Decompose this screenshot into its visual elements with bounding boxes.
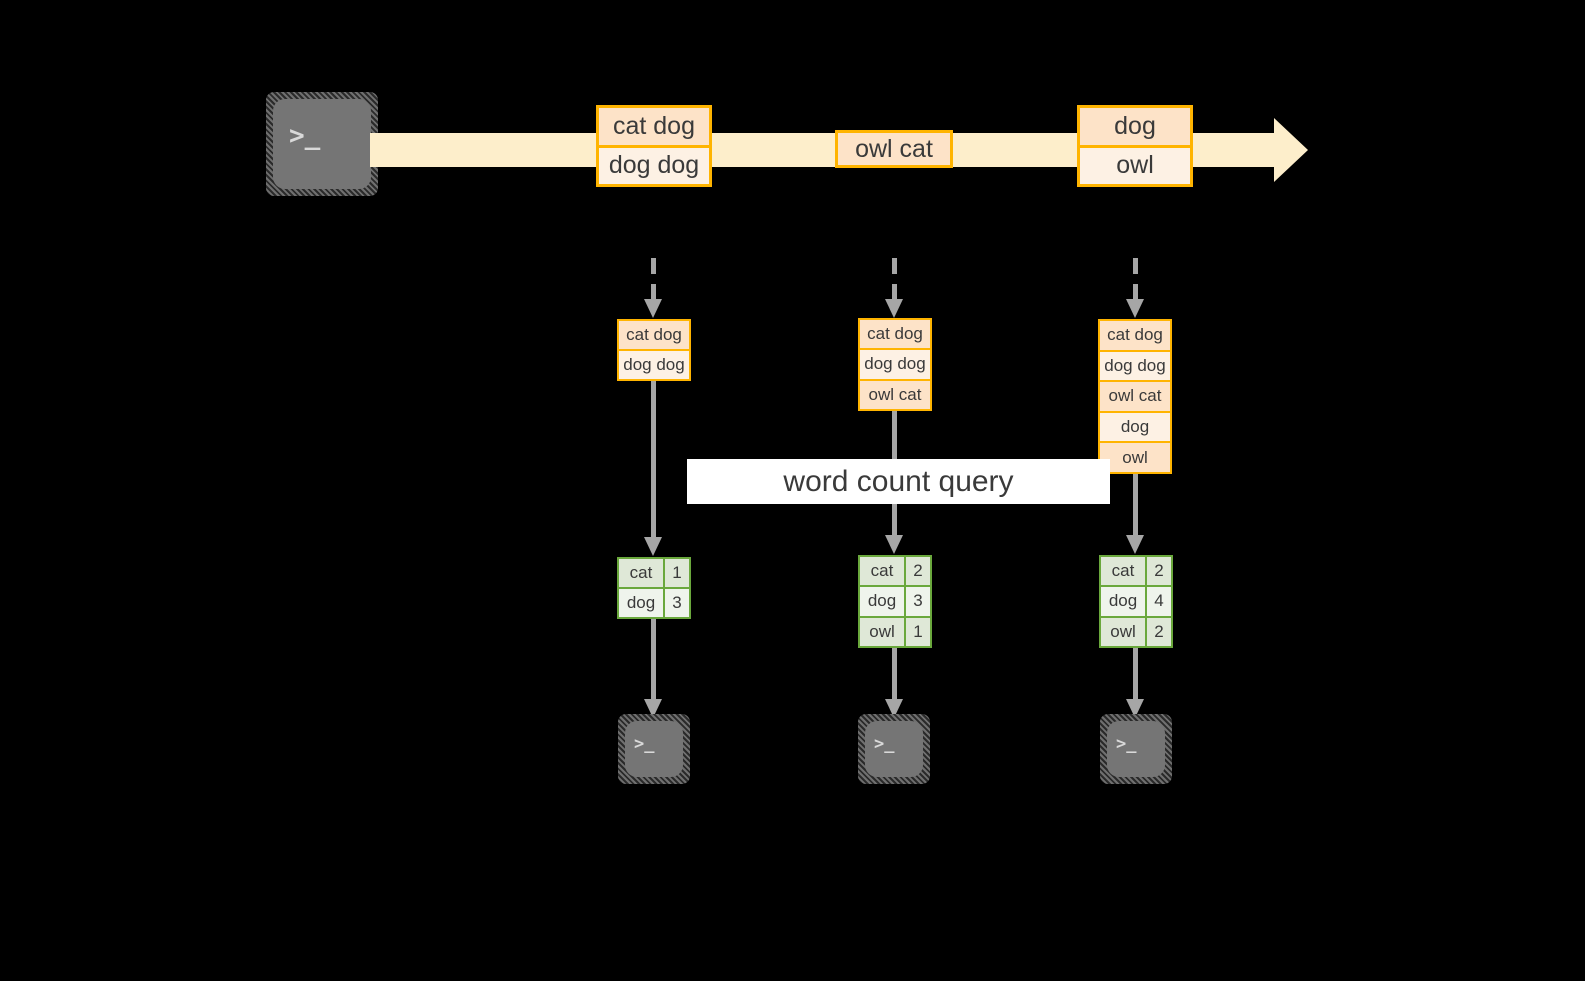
connector-line bbox=[651, 381, 656, 537]
stream-to-table-connector-1 bbox=[644, 258, 662, 318]
result-count-cell: 1 bbox=[904, 617, 930, 646]
terminal-screen: >_ bbox=[625, 721, 683, 777]
connector-arrowhead bbox=[1126, 699, 1144, 718]
terminal-prompt-text: >_ bbox=[1116, 734, 1137, 754]
result-word-cell: dog bbox=[619, 589, 663, 617]
result-row: dog 4 bbox=[1101, 585, 1171, 616]
sink-terminal-icon-2: >_ bbox=[858, 714, 930, 784]
terminal-screen: >_ bbox=[273, 99, 371, 189]
connector-line bbox=[1133, 258, 1138, 299]
result-to-sink-connector-2 bbox=[885, 648, 903, 718]
input-line-row: owl bbox=[1100, 441, 1170, 472]
result-count-cell: 4 bbox=[1145, 587, 1171, 616]
connector-line bbox=[1133, 474, 1138, 535]
connector-arrowhead bbox=[885, 299, 903, 318]
result-to-sink-connector-3 bbox=[1126, 648, 1144, 718]
result-row: dog 3 bbox=[860, 585, 930, 616]
stream-batch-line: dog dog bbox=[599, 144, 709, 184]
terminal-prompt-text: >_ bbox=[289, 121, 321, 151]
terminal-prompt-text: >_ bbox=[634, 734, 655, 754]
result-word-cell: cat bbox=[619, 559, 663, 587]
terminal-prompt-text: >_ bbox=[874, 734, 895, 754]
connector-arrowhead bbox=[644, 299, 662, 318]
query-connector-3 bbox=[1126, 474, 1144, 554]
result-row: cat 2 bbox=[1101, 557, 1171, 586]
result-row: cat 1 bbox=[619, 559, 689, 587]
terminal-screen: >_ bbox=[865, 721, 923, 777]
result-row: cat 2 bbox=[860, 557, 930, 586]
connector-arrowhead bbox=[885, 699, 903, 718]
terminal-screen: >_ bbox=[1107, 721, 1165, 777]
result-count-cell: 2 bbox=[1145, 557, 1171, 586]
query-connector-1 bbox=[644, 381, 662, 556]
accumulated-input-table-2: cat dog dog dog owl cat bbox=[858, 318, 932, 411]
result-row: owl 1 bbox=[860, 615, 930, 646]
input-line-row: dog dog bbox=[619, 349, 689, 379]
result-word-cell: owl bbox=[860, 617, 904, 646]
input-line-row: cat dog bbox=[860, 320, 930, 349]
connector-arrowhead bbox=[1126, 535, 1144, 554]
result-count-cell: 3 bbox=[904, 587, 930, 616]
connector-arrowhead bbox=[644, 699, 662, 718]
result-word-cell: owl bbox=[1101, 617, 1145, 646]
result-table-3: cat 2 dog 4 owl 2 bbox=[1099, 555, 1173, 648]
sink-terminal-icon-1: >_ bbox=[618, 714, 690, 784]
result-table-1: cat 1 dog 3 bbox=[617, 557, 691, 619]
stream-batch-line: owl cat bbox=[838, 133, 950, 165]
result-row: owl 2 bbox=[1101, 615, 1171, 646]
result-count-cell: 3 bbox=[663, 589, 689, 617]
input-line-row: dog dog bbox=[1100, 349, 1170, 381]
result-count-cell: 2 bbox=[904, 557, 930, 586]
stream-arrow-head bbox=[1274, 118, 1308, 182]
stream-batch-box-3: dog owl bbox=[1077, 105, 1193, 187]
result-word-cell: cat bbox=[860, 557, 904, 586]
input-line-row: cat dog bbox=[1100, 321, 1170, 350]
result-count-cell: 1 bbox=[663, 559, 689, 587]
connector-line bbox=[651, 619, 656, 699]
result-count-cell: 2 bbox=[1145, 617, 1171, 646]
connector-line bbox=[892, 258, 897, 299]
query-label: word count query bbox=[687, 459, 1110, 504]
stream-batch-line: dog bbox=[1080, 108, 1190, 145]
result-word-cell: dog bbox=[1101, 587, 1145, 616]
result-to-sink-connector-1 bbox=[644, 619, 662, 718]
connector-arrowhead bbox=[885, 535, 903, 554]
source-terminal-icon: >_ bbox=[266, 92, 378, 196]
stream-to-table-connector-2 bbox=[885, 258, 903, 318]
result-word-cell: dog bbox=[860, 587, 904, 616]
connector-arrowhead bbox=[1126, 299, 1144, 318]
result-row: dog 3 bbox=[619, 587, 689, 617]
stream-batch-line: owl bbox=[1080, 144, 1190, 184]
connector-line bbox=[1133, 648, 1138, 699]
connector-line bbox=[892, 648, 897, 699]
accumulated-input-table-1: cat dog dog dog bbox=[617, 319, 691, 381]
stream-to-table-connector-3 bbox=[1126, 258, 1144, 318]
result-word-cell: cat bbox=[1101, 557, 1145, 586]
input-line-row: dog dog bbox=[860, 348, 930, 379]
result-table-2: cat 2 dog 3 owl 1 bbox=[858, 555, 932, 648]
sink-terminal-icon-3: >_ bbox=[1100, 714, 1172, 784]
input-line-row: owl cat bbox=[860, 378, 930, 409]
input-line-row: cat dog bbox=[619, 321, 689, 349]
input-line-row: dog bbox=[1100, 410, 1170, 442]
connector-arrowhead bbox=[644, 537, 662, 556]
stream-batch-line: cat dog bbox=[599, 108, 709, 145]
connector-line bbox=[651, 258, 656, 299]
accumulated-input-table-3: cat dog dog dog owl cat dog owl bbox=[1098, 319, 1172, 474]
stream-batch-box-1: cat dog dog dog bbox=[596, 105, 712, 187]
input-line-row: owl cat bbox=[1100, 380, 1170, 411]
stream-batch-box-2: owl cat bbox=[835, 130, 953, 168]
